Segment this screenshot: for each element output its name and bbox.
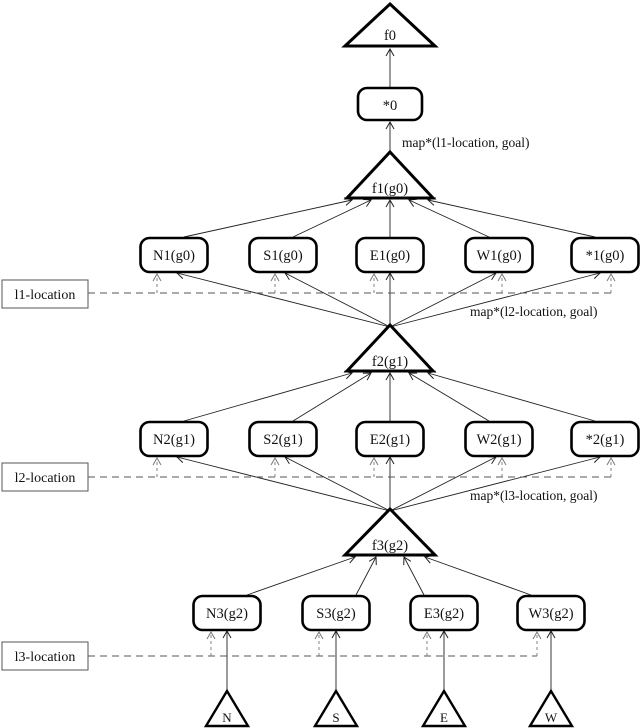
edge-f2-to-star1 (389, 270, 601, 328)
f3-triangle (341, 506, 439, 557)
leaf-n-label: N (222, 710, 232, 725)
node-f3: f3(g2) (341, 506, 439, 557)
leaf-n-triangle (203, 688, 251, 728)
leaf-w-triangle (527, 688, 575, 728)
l2-location-label: l2-location (15, 471, 76, 486)
leaf-w-label: W (545, 710, 558, 725)
n3-box (192, 594, 262, 632)
edge-n3-to-f3 (246, 555, 356, 596)
row1-nodes: N1(g0) S1(g0) E1(g0) W1(g0) *1(g0) (139, 236, 640, 274)
l2-location-box (1, 462, 89, 492)
map-annotations: map*(l1-location, goal) map*(l2-location… (402, 135, 597, 503)
edge-e3-to-f3 (403, 556, 425, 596)
f0-label: f0 (384, 28, 396, 44)
edge-s3-to-f3 (355, 556, 377, 596)
leaf-s-triangle (312, 688, 360, 728)
n1-label: N1(g0) (153, 248, 195, 264)
edge-n1-to-f1 (183, 197, 353, 238)
l1-location-label: l1-location (15, 288, 76, 303)
edge-w2-to-f2 (408, 372, 490, 422)
star0-label: *0 (383, 98, 398, 114)
e1-label: E1(g0) (370, 248, 410, 264)
star1-box (570, 236, 640, 274)
e3-box (409, 594, 479, 632)
f0-triangle (341, 1, 439, 48)
edge-f2-to-n1 (176, 270, 391, 328)
row2-nodes: N2(g1) S2(g1) E2(g1) W2(g1) *2(g1) (139, 420, 640, 458)
star2-label: *2(g1) (586, 432, 625, 448)
s3-label: S3(g2) (316, 606, 356, 622)
edge-s2-to-f2 (292, 372, 372, 422)
node-f1: f1(g0) (343, 149, 437, 200)
edge-w3-to-f3 (424, 555, 532, 596)
star1-label: *1(g0) (586, 248, 625, 264)
leaf-s-label: S (332, 710, 339, 725)
location-boxes: l1-location l2-location l3-location (1, 279, 89, 671)
s2-label: S2(g1) (263, 432, 303, 448)
edge-f3-to-w2 (389, 456, 497, 512)
node-star0: *0 (356, 86, 424, 122)
edge-w1-to-f1 (408, 198, 490, 238)
l3-location-label: l3-location (15, 650, 76, 665)
edge-f3-to-n2 (176, 454, 391, 512)
w2-label: W2(g1) (476, 432, 521, 448)
edge-f2-to-w1 (389, 272, 497, 328)
dashed-location-edges (88, 272, 616, 657)
edge-s1-to-f1 (292, 198, 372, 238)
edge-f2-to-s1 (284, 272, 391, 328)
l3-location-box (1, 641, 89, 671)
edge-star1-to-f1 (427, 197, 596, 238)
f3-label: f3(g2) (372, 538, 408, 554)
w1-label: W1(g0) (476, 248, 521, 264)
s1-label: S1(g0) (263, 248, 303, 264)
edge-f3-to-star2 (389, 454, 601, 512)
map3-annotation: map*(l3-location, goal) (470, 488, 597, 503)
edge-star2-to-f2 (427, 370, 596, 422)
star2-box (570, 420, 640, 458)
f2-label: f2(g1) (372, 354, 408, 370)
map1-annotation: map*(l1-location, goal) (402, 135, 529, 150)
e2-label: E2(g1) (370, 432, 410, 448)
star0-box (356, 86, 424, 122)
l1-location-box (1, 279, 89, 309)
node-f0: f0 (341, 1, 439, 48)
node-f2: f2(g1) (343, 322, 437, 373)
s3-box (301, 594, 371, 632)
n2-label: N2(g1) (153, 432, 195, 448)
w3-box (516, 594, 586, 632)
solid-edges (176, 47, 601, 690)
f2-triangle (343, 322, 437, 373)
n1-box (139, 236, 209, 274)
w3-label: W3(g2) (528, 606, 573, 622)
edge-f3-to-s2 (284, 456, 391, 512)
f1-label: f1(g0) (372, 181, 408, 197)
w1-box (464, 236, 534, 274)
e1-box (355, 236, 425, 274)
n2-box (139, 420, 209, 458)
n3-label: N3(g2) (206, 606, 248, 622)
row3-nodes: N3(g2) S3(g2) E3(g2) W3(g2) (192, 594, 586, 632)
e3-label: E3(g2) (424, 606, 464, 622)
leaf-nodes: N S E W (203, 688, 575, 728)
map2-annotation: map*(l2-location, goal) (470, 304, 597, 319)
e2-box (355, 420, 425, 458)
s1-box (248, 236, 318, 274)
f1-triangle (343, 149, 437, 200)
edge-n2-to-f2 (183, 370, 353, 422)
s2-box (248, 420, 318, 458)
w2-box (464, 420, 534, 458)
leaf-e-triangle (420, 688, 468, 728)
leaf-e-label: E (440, 710, 448, 725)
